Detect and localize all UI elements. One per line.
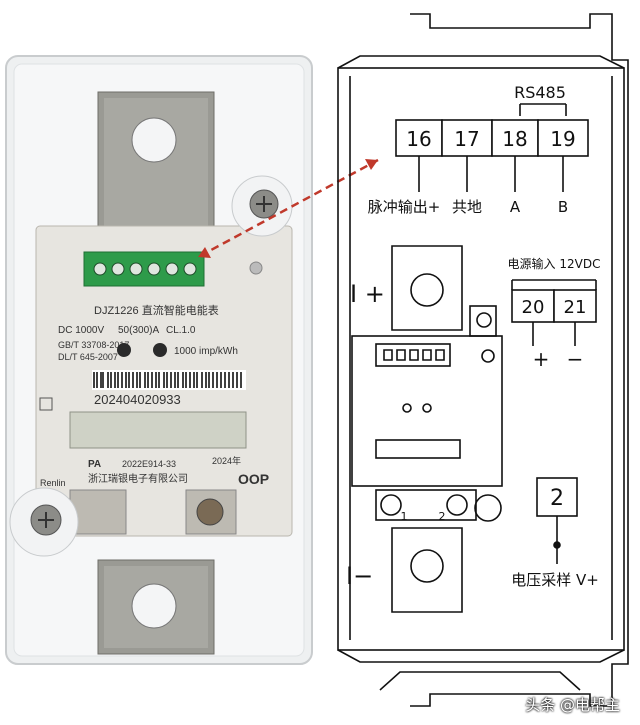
meter-year: 2024年 [212, 455, 241, 466]
terminal-20: 20 [522, 297, 545, 318]
lcd-window [69, 411, 247, 449]
terminal-18: 18 [502, 127, 527, 151]
meter-standard-2: DL/T 645-2007 [58, 352, 118, 362]
meter-serial: 202404020933 [94, 392, 181, 407]
label-common-ground: 共地 [452, 198, 482, 216]
meter-logo: OOP [238, 471, 269, 487]
meter-standard-1: GB/T 33708-2017 [58, 340, 129, 350]
barcode [92, 370, 246, 390]
small-terminal-2: 2 [439, 510, 446, 523]
meter-brand: Renlin [40, 478, 66, 488]
power-plus-sign: + [533, 347, 550, 371]
pa-mark: PA [88, 459, 101, 470]
terminal-screws [93, 262, 197, 276]
meter-photo: DJZ1226 直流智能电能表 DC 1000V 50(300)A CL.1.0… [5, 55, 313, 665]
power-minus-sign: − [567, 347, 584, 371]
meter-constant: 1000 imp/kWh [174, 346, 238, 357]
voltage-sampling-label: 电压采样 V+ [511, 571, 599, 589]
terminal-16: 16 [406, 127, 431, 151]
meter-class: CL.1.0 [166, 325, 196, 336]
i-minus-label: I− [346, 562, 373, 590]
i-plus-label: I + [350, 280, 385, 308]
meter-current: 50(300)A [118, 325, 159, 336]
meter-cert: 2022E914-33 [122, 459, 176, 469]
meter-maker: 浙江瑞银电子有限公司 [88, 472, 188, 485]
power-input-label: 电源输入 12VDC [508, 256, 601, 271]
terminal-21: 21 [564, 297, 587, 318]
meter-rating: DC 1000V [58, 325, 104, 336]
label-pulse-output: 脉冲输出+ [368, 198, 441, 216]
label-b: B [558, 198, 568, 216]
label-a: A [510, 198, 521, 216]
terminal-19: 19 [550, 127, 575, 151]
connection-arrow [198, 158, 379, 258]
wiring-diagram [337, 13, 629, 707]
voltage-terminal: 2 [550, 486, 564, 511]
meter-model: DJZ1226 直流智能电能表 [94, 303, 219, 317]
rs485-label: RS485 [514, 83, 566, 102]
small-terminal-1: 1 [401, 510, 408, 523]
watermark: 头条 @电帮主 [525, 696, 620, 714]
terminal-17: 17 [454, 127, 479, 151]
